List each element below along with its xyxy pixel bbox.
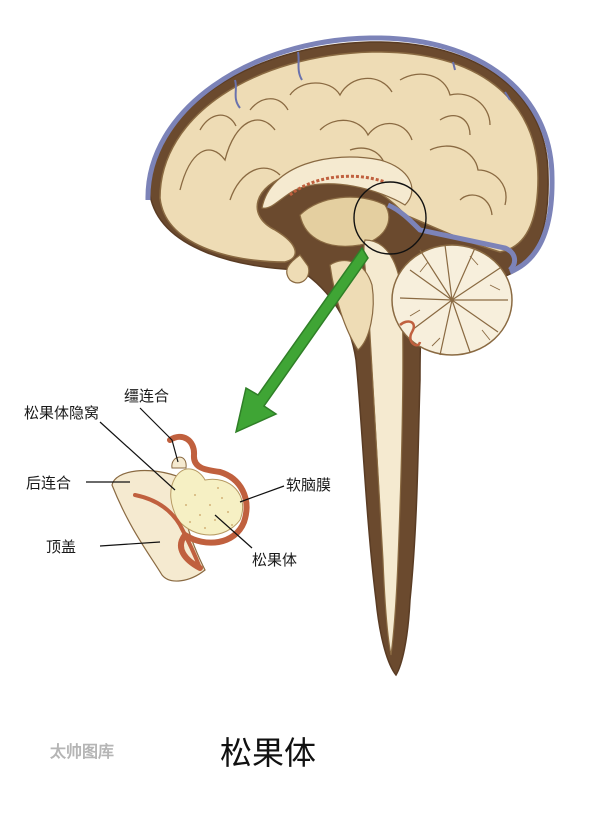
gyri-lines (179, 73, 507, 216)
leader-habenular (139, 407, 179, 463)
brain-illustration (145, 35, 555, 677)
label-habenular-commissure: 缰连合 (124, 387, 169, 405)
leader-tectum (99, 541, 161, 547)
fourth-ventricle-plexus (399, 320, 422, 347)
leader-pineal-recess (99, 421, 176, 491)
watermark: 太帅图库 (49, 742, 114, 761)
habenular-bump (171, 456, 187, 469)
thalamus (299, 196, 390, 247)
label-tectum: 顶盖 (46, 538, 76, 556)
pineal-inset (111, 433, 250, 582)
label-posterior-commissure: 后连合 (26, 474, 71, 492)
magnifier-circle (353, 181, 427, 255)
gland-speckles (185, 487, 233, 529)
leader-lines (86, 407, 285, 549)
page-title: 松果体 (220, 734, 316, 772)
posterior-commissure-line (133, 493, 202, 570)
zoom-arrow (234, 246, 369, 434)
label-pia-mater: 软脑膜 (286, 476, 331, 494)
venous-sinus (386, 202, 518, 272)
label-pineal-body: 松果体 (252, 551, 297, 569)
choroid-plexus (289, 174, 386, 197)
label-pineal-recess: 松果体隐窝 (24, 404, 99, 422)
pineal-gland (170, 468, 243, 536)
leader-pia (239, 485, 285, 503)
leader-pineal-body (214, 514, 253, 549)
cerebellum (391, 244, 513, 356)
pituitary (286, 254, 310, 284)
cortical-veins (234, 51, 511, 109)
meninges-rim (145, 35, 555, 275)
